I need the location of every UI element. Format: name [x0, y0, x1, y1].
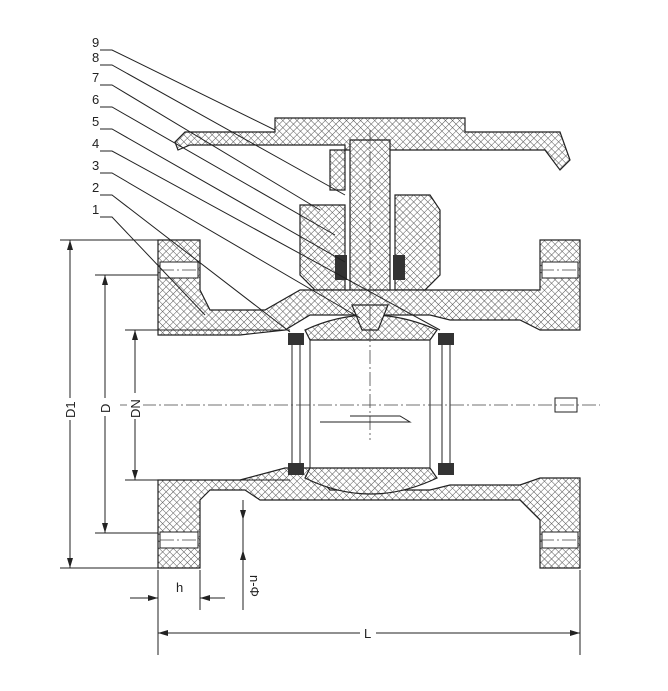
dim-d: D — [98, 404, 113, 413]
dim-h: h — [176, 580, 183, 595]
part-numbers: 9 8 7 6 5 4 3 2 1 — [92, 35, 99, 217]
part-5: 5 — [92, 114, 99, 129]
part-leaders — [100, 49, 441, 333]
part-3: 3 — [92, 158, 99, 173]
dim-length: L — [364, 626, 371, 641]
part-8: 8 — [92, 50, 99, 65]
part-9: 9 — [92, 35, 99, 50]
part-2: 2 — [92, 180, 99, 195]
part-6: 6 — [92, 92, 99, 107]
dim-dn: DN — [128, 399, 143, 418]
part-4: 4 — [92, 136, 99, 151]
part-1: 1 — [92, 202, 99, 217]
packing-right — [393, 255, 405, 280]
seats — [288, 333, 454, 475]
flow-arrow — [320, 415, 412, 423]
bonnet — [299, 194, 441, 291]
part-7: 7 — [92, 70, 99, 85]
dim-d1: D1 — [63, 401, 78, 418]
handle — [174, 117, 571, 191]
ball — [304, 304, 438, 495]
dim-bolt-holes: n-Φ — [247, 575, 262, 597]
